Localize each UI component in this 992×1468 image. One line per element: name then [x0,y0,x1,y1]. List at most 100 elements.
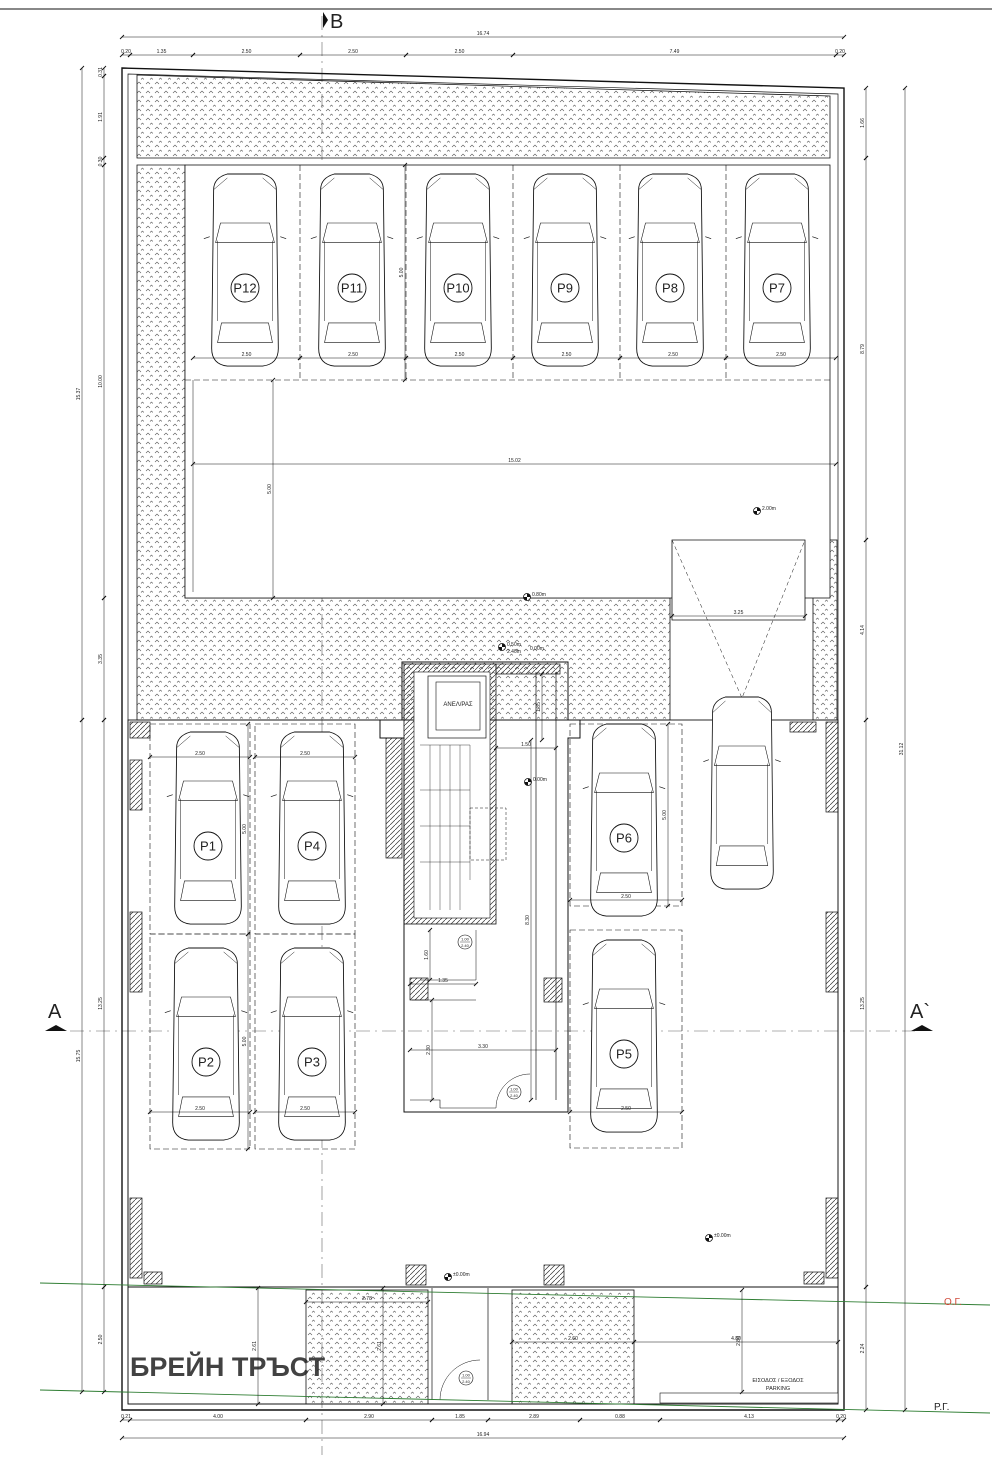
parking-slot: P10 [416,173,500,367]
level-marker: 2.40m [507,649,521,655]
door-tag: 1.002.40 [506,1084,522,1100]
dimension-label: 10.00 [98,375,104,388]
rg-line [39,1389,991,1414]
level-label: 2.00m [762,506,776,512]
dimension-line: 2.78 [303,1296,431,1305]
car-icon [523,173,607,367]
dimension-line: 5.00 [267,377,276,601]
dimension-label: 8.79 [860,344,866,354]
dimension-line: 2.30 [426,997,435,1103]
dimension-line: 3.30 [407,1044,559,1053]
door-width: 1.00 [461,937,470,942]
og-label: Ο.Γ. [944,1297,962,1308]
level-label: 0.00m [530,646,544,652]
dimension-label: 2.50 [348,49,358,55]
dimension-label: 13.25 [860,997,866,1010]
slot-circle [230,273,260,303]
dimension-line: 5.00 [399,162,408,383]
slot-circle [193,831,223,861]
dimension-line: 10.00 [98,162,107,601]
car-icon [270,731,354,925]
slot-circle [762,273,792,303]
level-marker: 2.00m [753,506,776,515]
dimension-line: 15.37 [76,65,85,723]
dimension-line: 1.85 [429,1414,491,1423]
car-icon [166,731,250,925]
dimension-label: 15.75 [76,1050,82,1063]
dimension-line: 1.35 [407,978,479,987]
dimension-label: 2.50 [195,1106,205,1112]
entrance-title: ΕΙΣΟΔΟΣ / ΕΞΟΔΟΣ [752,1378,804,1384]
og-line [39,1282,991,1306]
dimension-label: 2.50 [242,49,252,55]
dimension-line: 2.50 [147,1106,253,1115]
dimension-line: 7.49 [510,49,839,58]
dimension-label: 1.85 [455,1414,465,1420]
parking-slot: P9 [523,173,607,367]
car-icon [310,173,394,367]
level-marker: 0.80m [523,592,546,601]
dimension-line: 8.79 [860,155,869,543]
dimension-label: 3.30 [478,1044,488,1050]
level-marker: 0.00m [524,777,547,786]
entrance-sub: PARKING [766,1386,790,1392]
dimension-label: 7.49 [670,49,680,55]
parking-slot: P2 [164,947,248,1141]
dimension-label: 2.50 [300,1106,310,1112]
dimension-label: 2.50 [776,352,786,358]
dimension-label: 2.50 [668,352,678,358]
stair-core [379,661,581,1113]
dimension-label: 3.35 [98,654,104,664]
section-b-label: B [330,11,343,33]
dimension-label: 1.50 [521,742,531,748]
slot-circle [550,273,580,303]
dimension-label: 3.25 [734,610,744,616]
dimension-label: 1.35 [438,978,448,984]
dimension-label: 5.00 [267,484,273,494]
dimension-label: 2.50 [98,1334,104,1344]
section-a-right-label: A` [910,1001,930,1023]
dimension-label: 2.61 [252,1341,258,1351]
dimension-line: 2.50 [147,751,253,760]
parking-slot: P12 [203,173,287,367]
level-label: 0.50m [507,642,521,648]
dimension-label: 4.00 [213,1414,223,1420]
car-icon [416,173,500,367]
dimension-label: 2.50 [455,352,465,358]
dimension-label: 2.80 [736,1336,742,1346]
dimension-label: 8.30 [525,915,531,925]
parking-slot: P8 [628,173,712,367]
dimension-line: 5.00 [242,721,251,937]
level-marker: 0.00m [530,646,544,652]
slot-circle [443,273,473,303]
dimension-line: 1.91 [98,73,107,161]
dimension-line: 2.80 [736,1287,745,1395]
door-width: 1.00 [510,1087,519,1092]
slot-circle [337,273,367,303]
slot-label: P5 [616,1047,632,1062]
dimension-line: 3.25 [669,610,808,619]
level-label: 2.40m [507,649,521,655]
dimension-line: 2.50 [567,894,685,903]
dimension-label: 2.78 [362,1296,372,1302]
dimension-label: 2.89 [529,1414,539,1420]
slot-label: P4 [304,839,320,854]
dimension-label: 1.66 [860,118,866,128]
section-a-left-label: A [48,1001,62,1023]
dimension-label: 5.00 [662,810,668,820]
dimension-line: 0.31 [98,65,107,79]
dimension-label: 16.74 [477,31,490,37]
dimension-line: 1.66 [860,85,869,161]
car-icon [270,947,354,1141]
level-label: 0.80m [532,592,546,598]
car-icon [164,947,248,1141]
dimension-line: 4.80 [631,1336,841,1345]
dimension-line: 8.30 [525,737,534,1103]
dimension-line: 2.24 [860,1284,869,1413]
dimension-line: 2.50 [723,352,839,361]
dimension-line: 16.94 [119,1432,847,1441]
dimension-line: 2.61 [252,1285,261,1407]
rg-label: Ρ.Γ. [934,1402,949,1413]
dimension-line: 3.35 [98,595,107,723]
